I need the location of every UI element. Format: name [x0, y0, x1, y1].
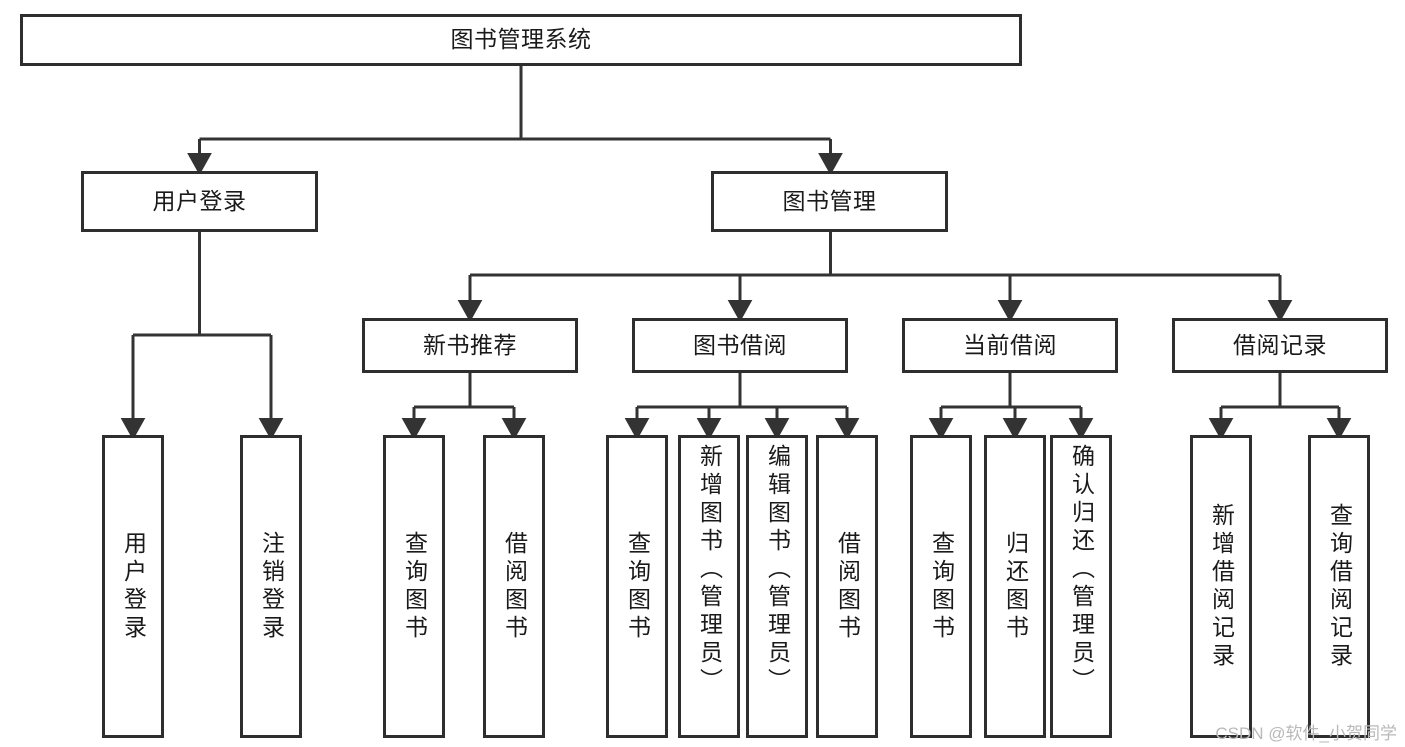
- node-label: 确认归还（管理员）: [1068, 444, 1095, 696]
- node-user-login[interactable]: 用户登录: [81, 171, 318, 232]
- node-borrow-records[interactable]: 借阅记录: [1172, 318, 1388, 373]
- node-label: 图书管理系统: [450, 26, 592, 53]
- node-label: 借阅图书: [501, 530, 528, 643]
- leaf-add-borrow-record[interactable]: 新增借阅记录: [1190, 435, 1252, 738]
- node-book-borrow[interactable]: 图书借阅: [632, 318, 848, 373]
- leaf-query-book-recommend[interactable]: 查询图书: [383, 435, 445, 738]
- node-label: 编辑图书（管理员）: [764, 444, 791, 696]
- leaf-lend-book[interactable]: 借阅图书: [816, 435, 878, 738]
- node-label: 查询图书: [624, 530, 651, 643]
- node-new-book-recommend[interactable]: 新书推荐: [362, 318, 578, 373]
- node-label: 查询图书: [928, 530, 955, 643]
- leaf-confirm-return-admin[interactable]: 确认归还（管理员）: [1050, 435, 1112, 738]
- node-label: 注销登录: [258, 530, 285, 643]
- node-label: 图书借阅: [693, 331, 787, 358]
- leaf-query-book-current[interactable]: 查询图书: [910, 435, 972, 738]
- node-root-system[interactable]: 图书管理系统: [20, 14, 1022, 66]
- node-label: 查询借阅记录: [1326, 502, 1353, 671]
- leaf-query-book-borrow[interactable]: 查询图书: [606, 435, 668, 738]
- node-label: 用户登录: [120, 530, 147, 643]
- leaf-borrow-book-recommend[interactable]: 借阅图书: [483, 435, 545, 738]
- node-label: 用户登录: [152, 187, 247, 214]
- node-label: 图书管理: [782, 187, 877, 214]
- node-label: 借阅图书: [834, 530, 861, 643]
- node-label: 新增图书（管理员）: [696, 444, 723, 696]
- node-label: 新增借阅记录: [1208, 502, 1235, 671]
- leaf-logout[interactable]: 注销登录: [240, 435, 302, 738]
- watermark-text: CSDN @软件_小贺同学: [1215, 724, 1397, 743]
- leaf-add-book-admin[interactable]: 新增图书（管理员）: [678, 435, 740, 738]
- node-book-management[interactable]: 图书管理: [711, 171, 948, 232]
- leaf-user-login[interactable]: 用户登录: [102, 435, 164, 738]
- leaf-query-borrow-record[interactable]: 查询借阅记录: [1308, 435, 1370, 738]
- leaf-edit-book-admin[interactable]: 编辑图书（管理员）: [746, 435, 808, 738]
- node-label: 借阅记录: [1233, 331, 1327, 358]
- leaf-return-book[interactable]: 归还图书: [984, 435, 1046, 738]
- node-label: 新书推荐: [423, 331, 517, 358]
- node-label: 查询图书: [401, 530, 428, 643]
- node-label: 归还图书: [1002, 530, 1029, 643]
- node-current-borrow[interactable]: 当前借阅: [902, 318, 1118, 373]
- node-label: 当前借阅: [963, 331, 1057, 358]
